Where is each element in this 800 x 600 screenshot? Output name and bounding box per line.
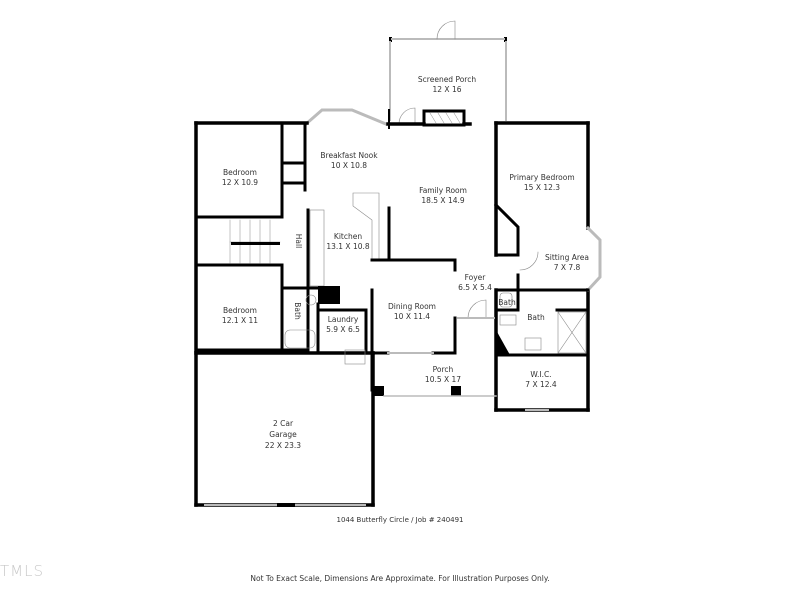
room-sitting-area: Sitting Area 7 X 7.8 [545,253,589,272]
room-porch: Porch 10.5 X 17 [424,365,462,384]
room-kitchen: Kitchen 13.1 X 10.8 [326,232,370,251]
room-dining-room: Dining Room 10 X 11.4 [388,302,436,321]
room-garage: 2 Car Garage 22 X 23.3 [264,419,302,450]
room-hall: Hall [294,233,303,249]
room-foyer: Foyer 6.5 X 5.4 [458,273,492,292]
room-laundry: Laundry 5.9 X 6.5 [326,315,360,334]
room-family-room: Family Room 18.5 X 14.9 [419,186,467,205]
room-primary-bedroom: Primary Bedroom 15 X 12.3 [509,173,575,192]
room-breakfast-nook: Breakfast Nook 10 X 10.8 [320,151,378,170]
room-wic: W.I.C. 7 X 12.4 [525,370,557,389]
watermark-logo: TMLS [0,562,44,580]
room-screened-porch: Screened Porch 12 X 16 [417,75,477,94]
address-caption: 1044 Butterfly Circle / Job # 240491 [336,516,464,524]
room-bath-hall: Bath [293,302,302,320]
disclaimer-caption: Not To Exact Scale, Dimensions Are Appro… [250,574,550,583]
room-bath-toilet: Bath [498,298,516,307]
room-bedroom-1: Bedroom 12 X 10.9 [221,168,259,187]
room-bath-primary: Bath [527,313,545,322]
screened-porch-walls [389,20,507,121]
room-bedroom-2: Bedroom 12.1 X 11 [221,306,259,325]
